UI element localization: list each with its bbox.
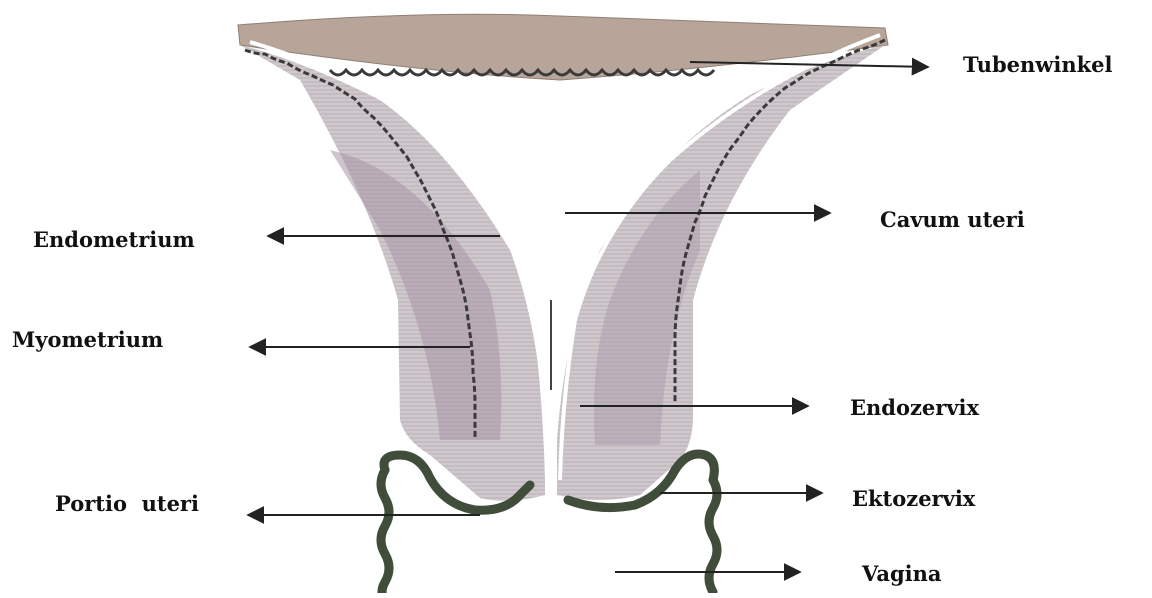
label-endometrium: Endometrium	[33, 229, 195, 250]
label-vagina: Vagina	[862, 563, 942, 584]
vagina-wall-left	[381, 470, 389, 593]
vagina-wall-right	[709, 480, 717, 592]
label-endozervix: Endozervix	[850, 397, 979, 418]
label-portio-uteri: Portio uteri	[55, 493, 199, 514]
label-tubenwinkel: Tubenwinkel	[963, 54, 1113, 75]
label-myometrium: Myometrium	[12, 329, 163, 350]
label-ektozervix: Ektozervix	[852, 488, 975, 509]
fundus	[238, 14, 888, 80]
label-cavum-uteri: Cavum uteri	[880, 209, 1025, 230]
